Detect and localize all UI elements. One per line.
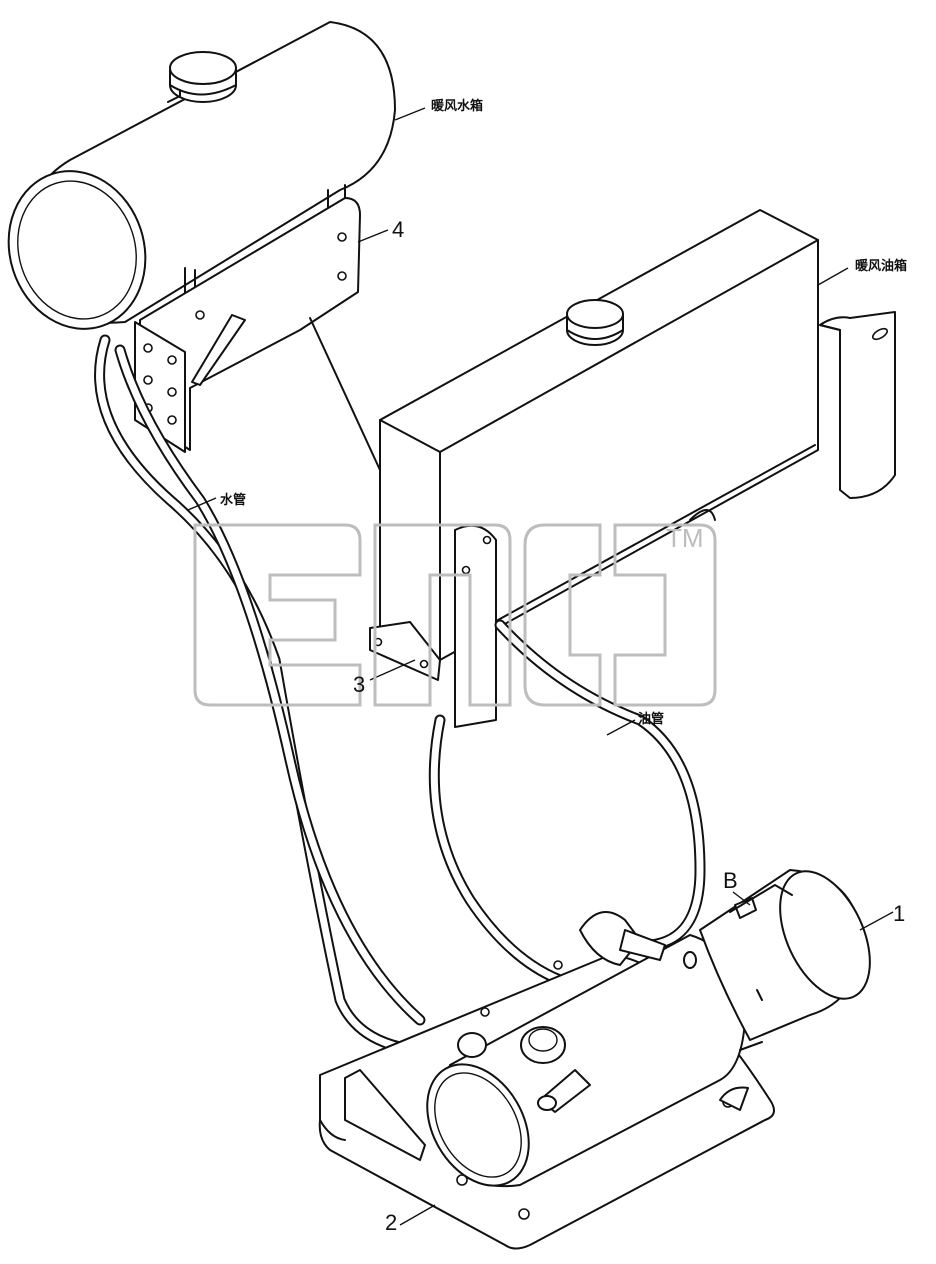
- callout-2: 2: [385, 1210, 397, 1235]
- water-tank-bracket: [134, 197, 381, 471]
- callout-B: B: [723, 868, 738, 893]
- callout-1: 1: [893, 901, 905, 926]
- heater-body: [426, 869, 871, 1188]
- label-oil-pipe: 油管: [638, 711, 664, 727]
- watermark-tm: TM: [666, 523, 704, 553]
- oil-pipe-hose: [428, 619, 706, 986]
- watermark-logo: TM: [193, 523, 717, 707]
- label-water-tank: 暖风水箱: [431, 98, 483, 114]
- label-oil-tank: 暖风油箱: [855, 258, 907, 274]
- leader-lines: [187, 107, 894, 1226]
- callout-3: 3: [353, 672, 365, 697]
- callout-4: 4: [392, 217, 404, 242]
- oil-tank: [369, 209, 896, 728]
- water-pipe-hose: [94, 334, 476, 1057]
- water-tank: [7, 21, 396, 330]
- label-water-pipe: 水管: [220, 492, 246, 508]
